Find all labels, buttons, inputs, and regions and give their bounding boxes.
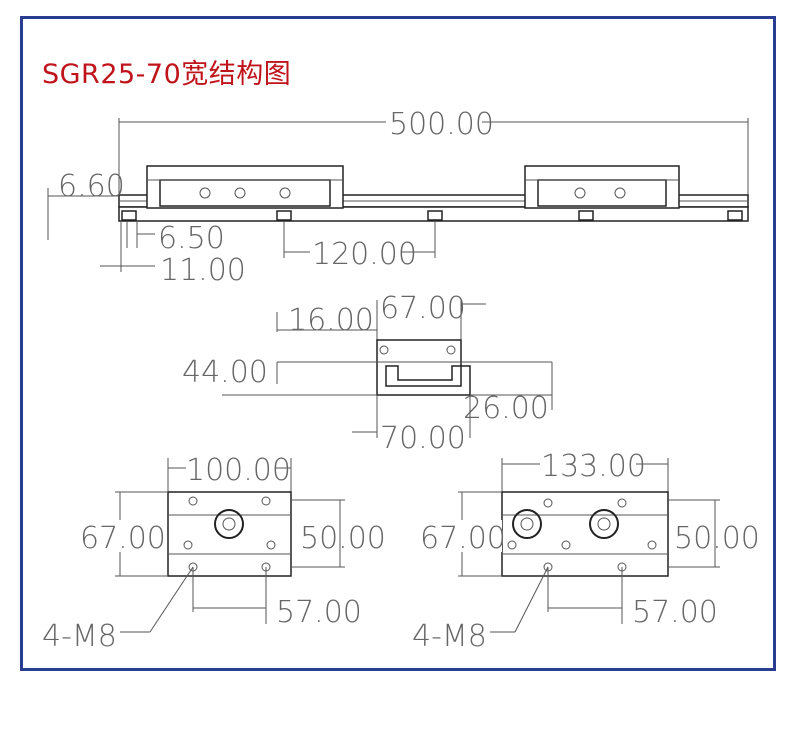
end-offset-label: 11.00	[160, 253, 246, 288]
side-view: 500.00 6.60 6.50	[47, 106, 749, 288]
single-thread-label: 4-M8	[42, 619, 117, 654]
top-offset-label: 16.00	[288, 303, 374, 338]
double-thread-label: 4-M8	[412, 619, 487, 654]
single-hole-pitch-label: 57.00	[276, 595, 362, 630]
double-width-label: 133.00	[541, 449, 646, 484]
single-height-label: 67.00	[80, 521, 166, 556]
single-block-view: 100.00 67.00 50.00 57.00 4-M8	[42, 453, 386, 654]
hole-pitch-label: 120.00	[312, 237, 417, 272]
top-width-label: 67.00	[380, 291, 466, 326]
drawing-title: SGR25-70宽结构图	[42, 59, 292, 90]
single-width-label: 100.00	[186, 453, 291, 488]
double-inner-height-label: 50.00	[674, 521, 760, 556]
rail-width-label: 70.00	[380, 421, 466, 456]
single-inner-height-label: 50.00	[300, 521, 386, 556]
overall-length-label: 500.00	[389, 107, 494, 142]
double-height-label: 67.00	[420, 521, 506, 556]
hole-offset-label: 6.50	[158, 221, 225, 256]
height-label: 44.00	[182, 355, 268, 390]
end-view: 67.00 16.00 44.00 26.00 70.00	[182, 291, 553, 456]
rail-height-label: 6.60	[58, 169, 125, 204]
double-block-view: 133.00 67.00 50.00 57.00 4-M8	[412, 449, 760, 654]
double-hole-pitch-label: 57.00	[632, 595, 718, 630]
rail-height-end-label: 26.00	[463, 391, 549, 426]
